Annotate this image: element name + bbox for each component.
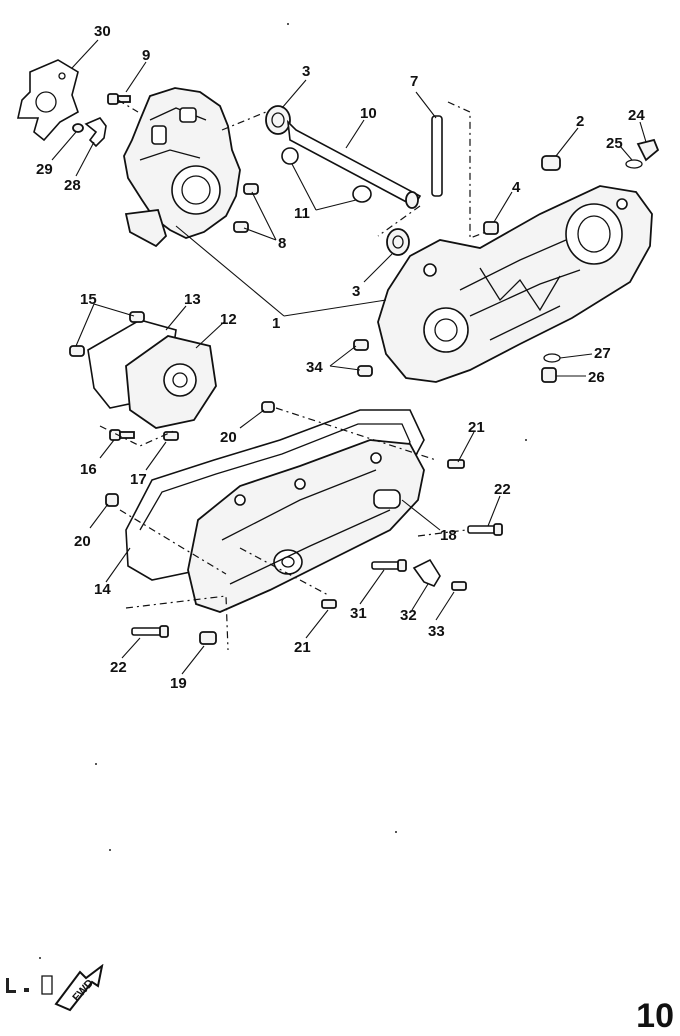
- callout-13: 13: [184, 291, 201, 308]
- bottom-left-marks: [6, 975, 53, 995]
- part-11-circlips: [281, 147, 372, 203]
- part-15-dowels: [69, 311, 145, 357]
- callout-21-upper: 21: [468, 419, 485, 436]
- scan-specks: [39, 23, 527, 959]
- callout-32: 32: [400, 607, 417, 624]
- callout-20-lower: 20: [74, 533, 91, 550]
- part-18-crankcase-cover: [187, 439, 425, 613]
- alignment-lines: [99, 99, 487, 651]
- part-1-crankcase-main: [377, 185, 653, 383]
- callout-15: 15: [80, 291, 97, 308]
- callout-28: 28: [64, 177, 81, 194]
- part-19-dowel: [199, 631, 217, 645]
- left-crankcase-half: [123, 87, 241, 248]
- callout-10: 10: [360, 105, 377, 122]
- callout-17: 17: [130, 471, 147, 488]
- part-33-screw: [451, 581, 467, 591]
- part-30-gasket-plate: [17, 59, 79, 142]
- part-12-cover: [125, 335, 217, 429]
- callout-3-lower: 3: [352, 283, 360, 300]
- callout-7: 7: [410, 73, 418, 90]
- part-32-bracket: [412, 558, 441, 587]
- fwd-arrow-icon: FWD: [54, 964, 104, 1012]
- part-17-bolt: [163, 431, 179, 441]
- part-10-shaft: [286, 119, 422, 209]
- callout-30: 30: [94, 23, 111, 40]
- callout-22-right: 22: [494, 481, 511, 498]
- callout-29: 29: [36, 161, 53, 178]
- callout-1: 1: [272, 315, 280, 332]
- part-21-bolts: [321, 459, 465, 609]
- callout-4: 4: [512, 179, 521, 196]
- callout-34: 34: [306, 359, 323, 376]
- callout-33: 33: [428, 623, 445, 640]
- callout-11: 11: [294, 205, 310, 222]
- part-34-dowels: [353, 339, 373, 377]
- callout-19: 19: [170, 675, 187, 692]
- callout-16: 16: [80, 461, 97, 478]
- callout-labels: 30 9 29 28 8 3 10 11 7 4 2 24 25 3 1 15 …: [36, 23, 645, 692]
- page-corner-number: 10: [636, 997, 674, 1035]
- callout-27: 27: [594, 345, 611, 362]
- part-26-drain-bolt: [541, 367, 557, 383]
- part-28-clip: [84, 117, 107, 148]
- part-25-o-ring: [625, 159, 643, 169]
- part-3-bearing-lower: [386, 228, 410, 256]
- callout-14: 14: [94, 581, 111, 598]
- callout-3-upper: 3: [302, 63, 310, 80]
- leader-lines: [51, 39, 647, 675]
- callout-8: 8: [278, 235, 286, 252]
- callout-26: 26: [588, 369, 605, 386]
- callout-2: 2: [576, 113, 584, 130]
- callout-20-upper: 20: [220, 429, 237, 446]
- part-29-washer: [72, 123, 84, 133]
- callout-31: 31: [350, 605, 367, 622]
- part-9-bolt: [107, 93, 131, 105]
- callout-12: 12: [220, 311, 237, 328]
- part-16-bolt: [109, 429, 135, 441]
- part-2-bushing: [541, 155, 561, 171]
- callout-9: 9: [142, 47, 150, 64]
- callout-25: 25: [606, 135, 623, 152]
- part-7-pin: [431, 115, 443, 197]
- part-3-bearing-upper: [265, 105, 291, 135]
- part-27-washer: [543, 353, 561, 363]
- part-22-bolts: [131, 523, 503, 638]
- part-4-seal: [483, 221, 499, 235]
- callout-24: 24: [628, 107, 645, 124]
- part-24-filler-cap: [636, 138, 660, 162]
- part-20-dowels: [105, 401, 275, 507]
- part-8-dowel-pins: [233, 183, 259, 233]
- part-31-bolt: [371, 559, 407, 572]
- callout-22-left: 22: [110, 659, 127, 676]
- callout-21-lower: 21: [294, 639, 311, 656]
- callout-18: 18: [440, 527, 457, 544]
